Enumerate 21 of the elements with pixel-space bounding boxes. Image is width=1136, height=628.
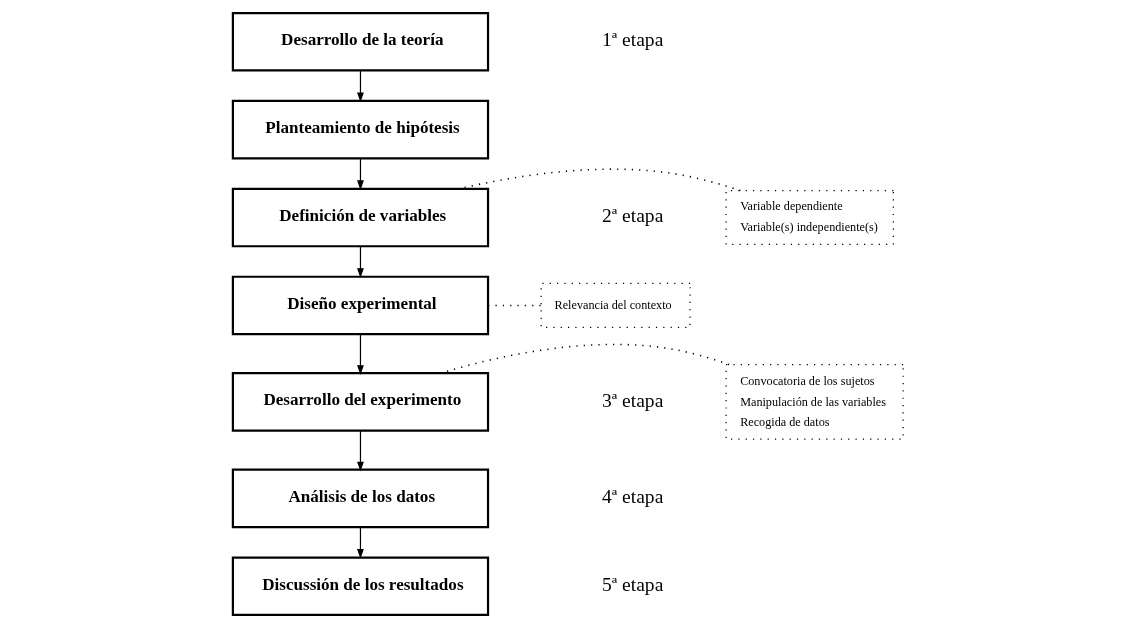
arrow <box>357 430 364 472</box>
node-box: Convocatoria de los sujetos Manipulación de las variables Recogida de datos <box>725 364 904 440</box>
node-box: Desarrollo de la teoría <box>231 11 490 72</box>
label: 3ª etapa <box>602 389 664 411</box>
node-box: Relevancia del contexto <box>540 282 691 329</box>
arrow <box>357 245 364 279</box>
label: 4ª etapa <box>602 485 664 507</box>
arrow <box>357 157 364 191</box>
arrow <box>357 526 364 559</box>
node-box: Discussión de los resultados <box>231 556 490 617</box>
node-box: Análisis de los datos <box>231 468 490 529</box>
node-box: Definición de variables <box>231 187 490 248</box>
label: 2ª etapa <box>602 205 664 227</box>
node-box: Desarrollo del experimento <box>231 372 490 432</box>
label: 1ª etapa <box>602 29 664 51</box>
arrow <box>357 69 364 103</box>
node-box: Variable dependiente Variable(s) independiente(s) <box>725 190 894 245</box>
node-box: Diseño experimental <box>231 275 490 336</box>
node-box: Planteamiento de hipótesis <box>231 99 490 160</box>
arrow <box>357 333 364 376</box>
label: 5ª etapa <box>602 573 664 595</box>
